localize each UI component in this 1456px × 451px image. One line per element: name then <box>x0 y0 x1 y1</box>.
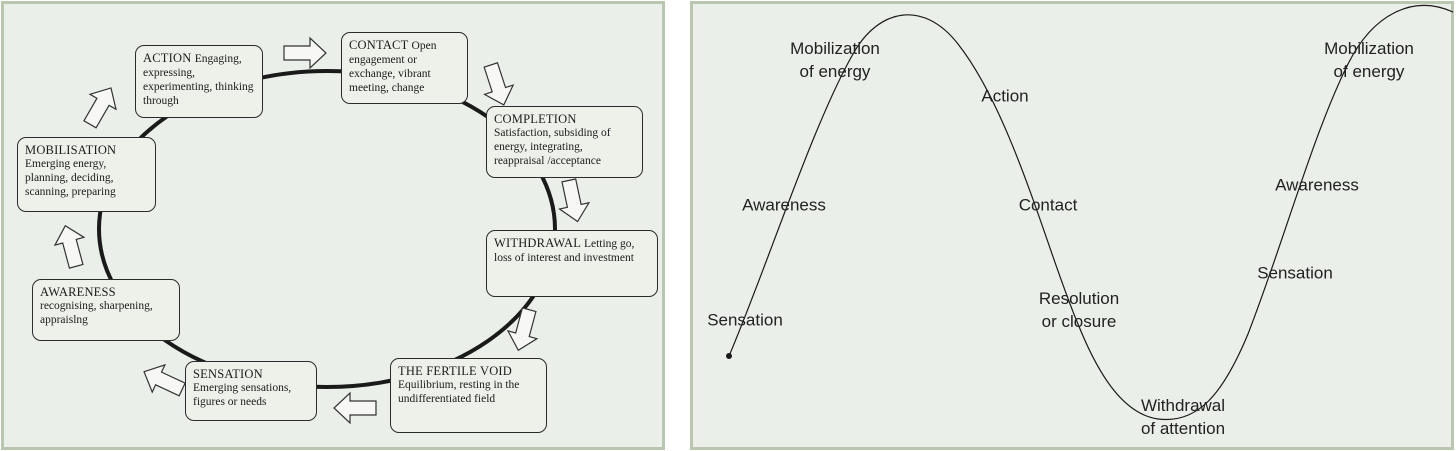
stage-box-action: ACTION Engaging, expressing, experimenti… <box>135 45 263 118</box>
stage-box-withdrawal: WITHDRAWAL Letting go, loss of interest … <box>486 230 658 297</box>
arrow-awareness-to-mobilisation <box>53 224 86 269</box>
cycle-graphics <box>53 36 591 425</box>
cycle-of-experience-diagram: ACTION Engaging, expressing, experimenti… <box>1 1 665 450</box>
arrow-action-to-contact <box>283 36 327 70</box>
arrow-mobilisation-to-action <box>83 87 117 129</box>
stage-title: WITHDRAWAL <box>494 236 584 250</box>
stage-description: Satisfaction, subsiding of energy, integ… <box>494 127 611 167</box>
arrow-completion-to-withdrawal <box>558 178 591 223</box>
wave-label-sensation: Sensation <box>1257 263 1333 283</box>
stage-box-sensation: SENSATION Emerging sensations, figures o… <box>185 361 317 421</box>
experience-wave-diagram: Sensation Awareness Mobilization of ener… <box>690 1 1454 450</box>
wave-label-sensation: Sensation <box>707 310 783 330</box>
cycle-ring <box>97 69 557 389</box>
stage-description: Equilibrium, resting in the undifferenti… <box>398 379 520 405</box>
stage-description: Emerging energy, planning, deciding, sca… <box>25 158 116 198</box>
arrow-sensation-to-awareness <box>143 363 186 397</box>
stage-title: AWARENESS <box>40 285 116 299</box>
stage-description: Letting go, loss of interest and investm… <box>494 238 635 264</box>
wave-label-action: Action <box>981 86 1029 106</box>
wave-label-awareness: Awareness <box>1275 175 1359 195</box>
wave-start-point <box>726 353 732 359</box>
arrow-contact-to-completion <box>483 62 515 106</box>
stage-box-fertile-void: THE FERTILE VOID Equilibrium, resting in… <box>390 358 547 433</box>
wave-label-mobilization: Mobilization of energy <box>790 39 880 81</box>
stage-box-awareness: AWARENESS recognising, sharpening, appra… <box>32 279 180 341</box>
wave-label-mobilization: Mobilization of energy <box>1324 39 1414 81</box>
wave-graphics <box>726 4 1454 421</box>
wave-label-resolution: Resolution or closure <box>1038 289 1120 331</box>
stage-title: ACTION <box>143 51 195 65</box>
stage-description: Emerging sensations, figures or needs <box>193 382 292 408</box>
stage-title: MOBILISATION <box>25 143 117 157</box>
wave-label-awareness: Awareness <box>742 195 826 215</box>
wave-label-contact: Contact <box>1018 195 1078 215</box>
stage-title: COMPLETION <box>494 112 577 126</box>
arrow-withdrawal-to-fertile-void <box>506 307 539 352</box>
stage-box-mobilisation: MOBILISATION Emerging energy, planning, … <box>17 137 156 212</box>
stage-box-completion: COMPLETION Satisfaction, subsiding of en… <box>486 106 643 178</box>
stage-description: recognising, sharpening, appraislng <box>40 300 153 326</box>
stage-title: SENSATION <box>193 367 263 381</box>
wave-curve <box>728 4 1454 421</box>
stage-description: Engaging, expressing, experimenting, thi… <box>143 53 254 107</box>
stage-title: CONTACT <box>349 38 412 52</box>
stage-box-contact: CONTACT Open engagement or exchange, vib… <box>341 32 468 104</box>
arrow-fertile-void-to-sensation <box>333 391 377 425</box>
wave-label-withdrawal: Withdrawal of attention <box>1140 396 1226 438</box>
stage-description: Open engagement or exchange, vibrant mee… <box>349 40 437 94</box>
stage-title: THE FERTILE VOID <box>398 364 513 378</box>
